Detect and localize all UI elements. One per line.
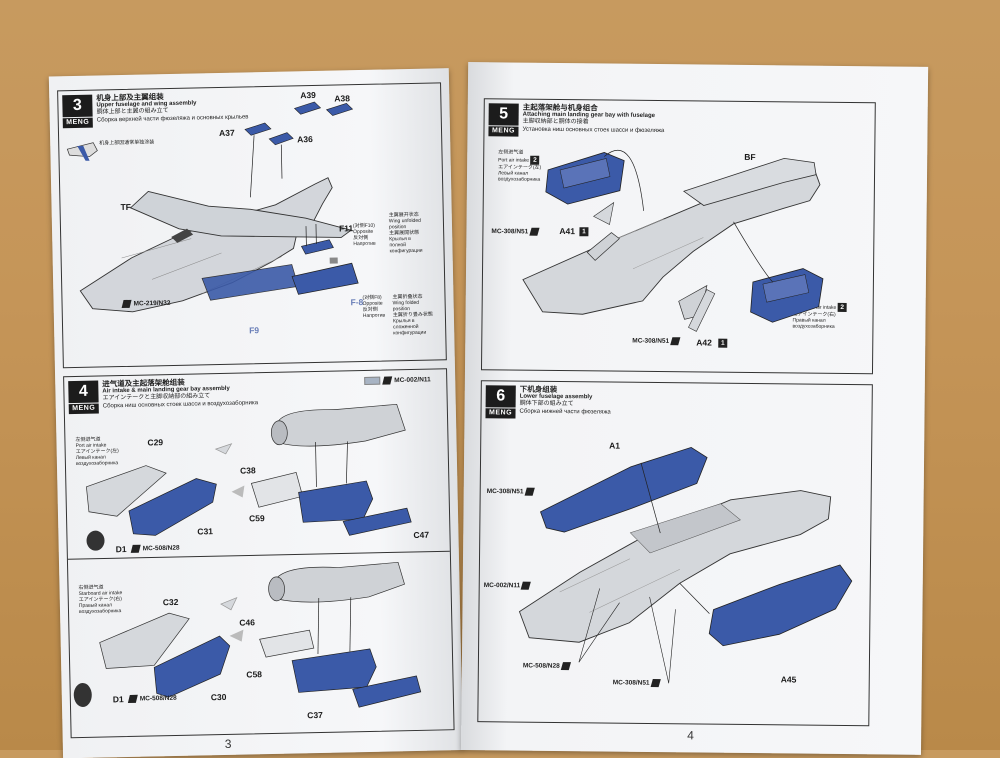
label-bf: BF — [744, 152, 755, 162]
label-f9: F9 — [249, 325, 259, 335]
label-a36: A36 — [297, 134, 313, 144]
lower-blue-panel-a45 — [709, 564, 852, 647]
label-a39: A39 — [300, 90, 316, 100]
paint-code-a41: MC-308/N51 — [491, 227, 541, 236]
label-c38: C38 — [240, 465, 256, 475]
label-c30: C30 — [211, 692, 227, 702]
label-a38: A38 — [334, 93, 350, 103]
left-page: 3 MENG 机身上部及主翼组装 Upper fuselage and wing… — [49, 68, 463, 758]
label-a37: A37 — [219, 128, 235, 138]
part-a41-shape — [594, 202, 614, 224]
paint-code-a42: MC-308/N51 — [632, 337, 682, 346]
label-tf: TF — [120, 202, 131, 212]
starboard-intake-parts — [71, 562, 421, 713]
label-c47: C47 — [413, 530, 429, 540]
instruction-booklet: 3 MENG 机身上部及主翼组装 Upper fuselage and wing… — [55, 62, 950, 750]
ref-a42: 1 — [718, 339, 727, 348]
step-5-panel: 5 MENG 主起落架舱与机身组合 Attaching main landing… — [481, 98, 876, 374]
paint-code-4: MC-308/N51 — [613, 679, 663, 688]
step-5-drawing — [482, 99, 875, 373]
label-d1-starboard: D1 — [113, 694, 124, 704]
step-arrow — [229, 630, 243, 642]
label-a45: A45 — [781, 674, 797, 684]
label-c37: C37 — [307, 710, 323, 720]
paint-code-1: MC-308/N51 — [487, 487, 537, 496]
label-a41: A41 — [559, 226, 575, 236]
label-c31: C31 — [197, 526, 213, 536]
right-page: 5 MENG 主起落架舱与机身组合 Attaching main landing… — [461, 62, 928, 755]
starboard-intake-duct — [750, 268, 823, 323]
port-intake-duct — [546, 152, 625, 205]
paint-code-d1-port: MC-508/N28 — [132, 544, 180, 553]
paint-code-3: MC-508/N28 — [523, 662, 573, 671]
page-number-left: 3 — [225, 737, 232, 751]
step-6-panel: 6 MENG 下机身组装 Lower fuselage assembly 胴体下… — [477, 380, 873, 726]
label-c46: C46 — [239, 617, 255, 627]
small-parts-top — [244, 101, 354, 197]
label-c29: C29 — [147, 437, 163, 447]
paint-code-2: MC-002/N11 — [484, 581, 533, 590]
step-3-panel: 3 MENG 机身上部及主翼组装 Upper fuselage and wing… — [57, 82, 447, 368]
port-intake-parts — [84, 404, 412, 551]
page-number-right: 4 — [687, 728, 694, 742]
label-c59: C59 — [249, 513, 265, 523]
paint-code-step3: MC-219/N32 — [123, 299, 171, 308]
label-f11: F11 — [339, 223, 353, 233]
step-6-drawing — [478, 381, 872, 725]
label-c58: C58 — [246, 669, 262, 679]
label-f8: F-8 — [350, 297, 363, 307]
paint-code-d1-starboard: MC-508/N28 — [129, 694, 177, 703]
label-a42: A42 — [696, 337, 712, 347]
label-a1: A1 — [609, 441, 620, 451]
inset-aircraft-icon — [67, 143, 97, 162]
ref-a41: 1 — [579, 227, 588, 236]
label-d1-port: D1 — [116, 544, 127, 554]
step-4-panel: 4 MENG 进气道及主起落架舱组装 Air intake & main lan… — [63, 368, 454, 738]
label-c32: C32 — [163, 597, 179, 607]
step-arrow — [231, 486, 244, 498]
